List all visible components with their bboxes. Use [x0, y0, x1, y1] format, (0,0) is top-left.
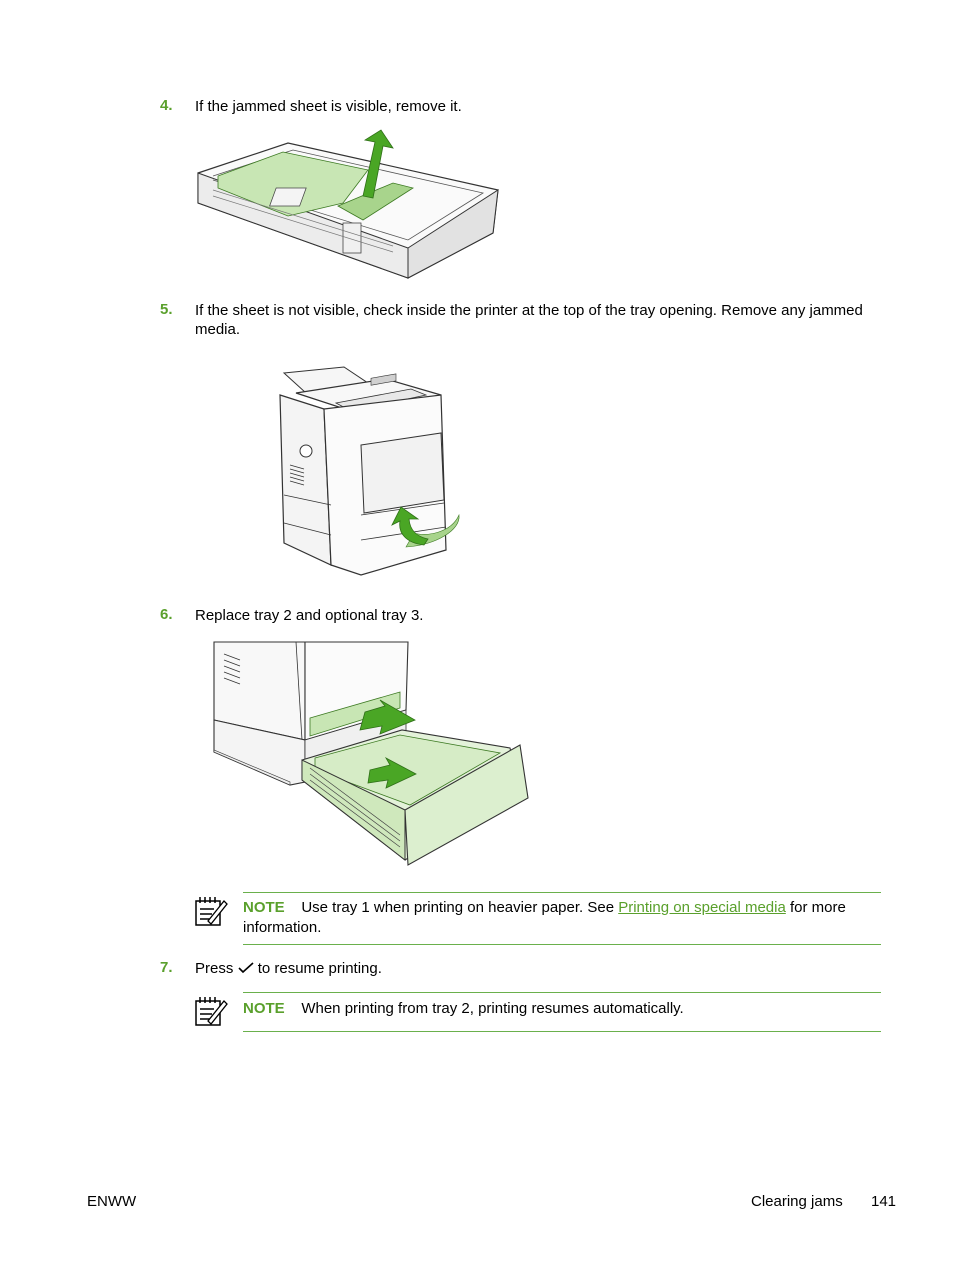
note-2-label: NOTE	[243, 1000, 285, 1017]
note-icon	[195, 897, 228, 926]
step-number-5: 5.	[160, 301, 173, 318]
step-7-text-before: Press	[195, 960, 234, 977]
footer-left: ENWW	[87, 1193, 137, 1210]
note-top-rule	[243, 892, 881, 893]
note-2-text: NOTE When printing from tray 2, printing…	[243, 999, 883, 1019]
note-bottom-rule	[243, 944, 881, 945]
checkmark-icon	[237, 962, 254, 974]
step-number-7: 7.	[160, 959, 173, 976]
step-text-4: If the jammed sheet is visible, remove i…	[195, 98, 462, 115]
step-7-text-after: to resume printing.	[257, 960, 382, 977]
note-1-text: NOTE Use tray 1 when printing on heavier…	[243, 898, 883, 938]
step-text-5: If the sheet is not visible, check insid…	[195, 302, 863, 338]
printer-illustration	[279, 366, 460, 576]
note-2-bottom-rule	[243, 1031, 881, 1032]
step-text-6: Replace tray 2 and optional tray 3.	[195, 607, 424, 624]
note-icon	[195, 997, 228, 1026]
note-1-body: Use tray 1 when printing on heavier pape…	[301, 899, 615, 916]
step-number-6: 6.	[160, 606, 173, 623]
replace-tray-illustration	[213, 641, 529, 866]
footer-section: Clearing jams	[751, 1193, 843, 1210]
note-1-label: NOTE	[243, 899, 285, 916]
printing-on-special-media-link[interactable]: Printing on special media	[618, 899, 786, 916]
note-1-body-end: for more information.	[243, 899, 846, 936]
footer-page-number: 141	[871, 1193, 897, 1210]
note-2-top-rule	[243, 992, 881, 993]
note-2-body: When printing from tray 2, printing resu…	[301, 1000, 684, 1017]
step-number-4: 4.	[160, 97, 173, 114]
tray-jam-illustration	[197, 129, 499, 279]
step-text-7: Press to resume printing.	[195, 959, 382, 978]
